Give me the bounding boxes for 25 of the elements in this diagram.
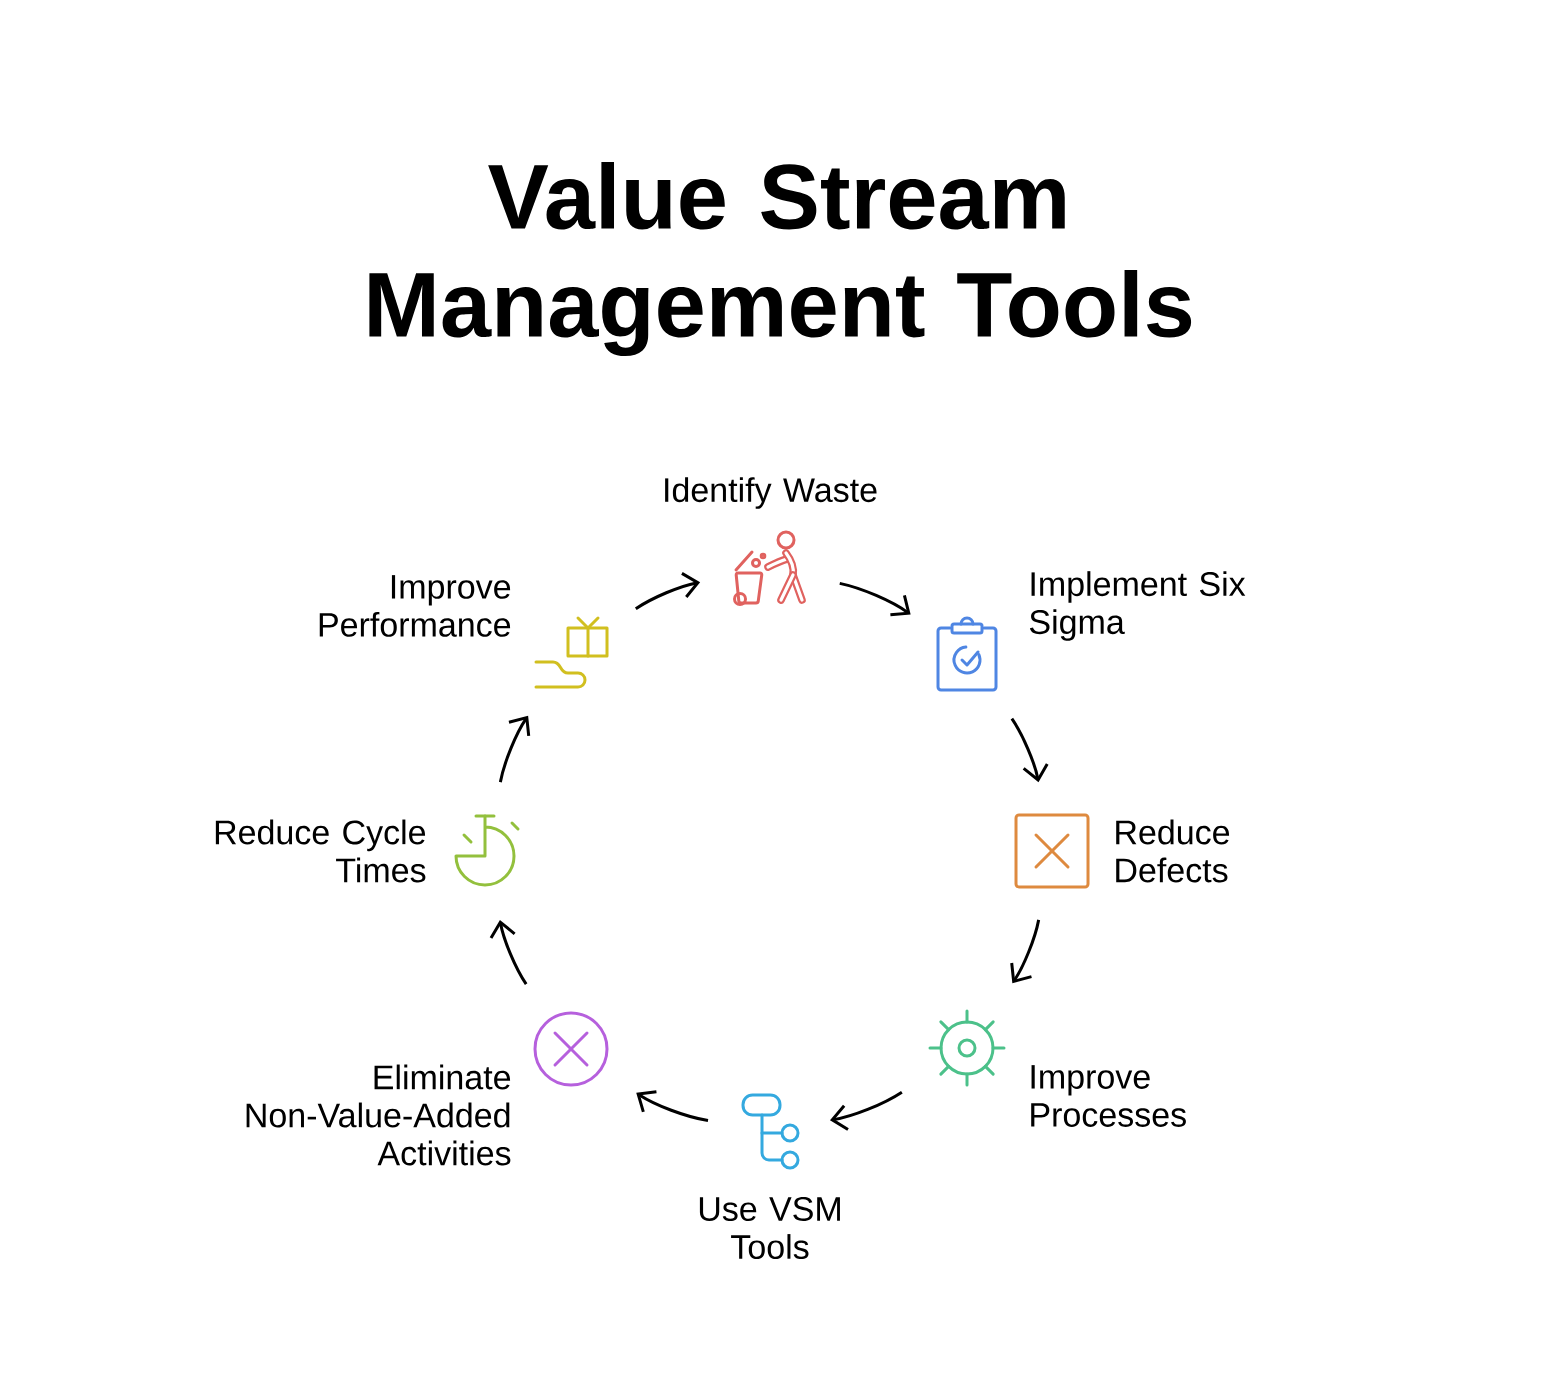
sun-icon xyxy=(928,1009,1006,1087)
step-label: Reduce Cycle Times xyxy=(215,819,426,883)
arrow xyxy=(839,581,911,617)
clipboard-check-icon xyxy=(936,616,998,692)
step-label: Improve Performance xyxy=(319,575,511,637)
step-label: Identify Waste xyxy=(665,477,877,509)
flowchart-icon xyxy=(741,1093,800,1170)
arrow xyxy=(636,1090,709,1122)
step-label: Implement Six Sigma xyxy=(1029,571,1246,641)
step-label: Use VSM Tools xyxy=(699,1196,840,1260)
step-label: Eliminate Non-Value-Added Activities xyxy=(246,1064,511,1166)
arrow xyxy=(635,572,701,611)
stopwatch-icon xyxy=(454,814,520,887)
arrow xyxy=(489,919,528,985)
arrow xyxy=(830,1090,903,1131)
title: Value Stream Management Tools xyxy=(369,161,1192,357)
square-cross-icon xyxy=(1014,813,1090,889)
arrow xyxy=(498,715,531,783)
person-bin-icon xyxy=(733,530,806,606)
step-label: Reduce Defects xyxy=(1116,819,1230,883)
hand-gift-icon xyxy=(534,616,609,689)
circle-cross-icon xyxy=(533,1011,609,1087)
arrow xyxy=(1010,717,1049,783)
arrow xyxy=(1010,919,1041,984)
step-label: Improve Processes xyxy=(1031,1065,1186,1127)
